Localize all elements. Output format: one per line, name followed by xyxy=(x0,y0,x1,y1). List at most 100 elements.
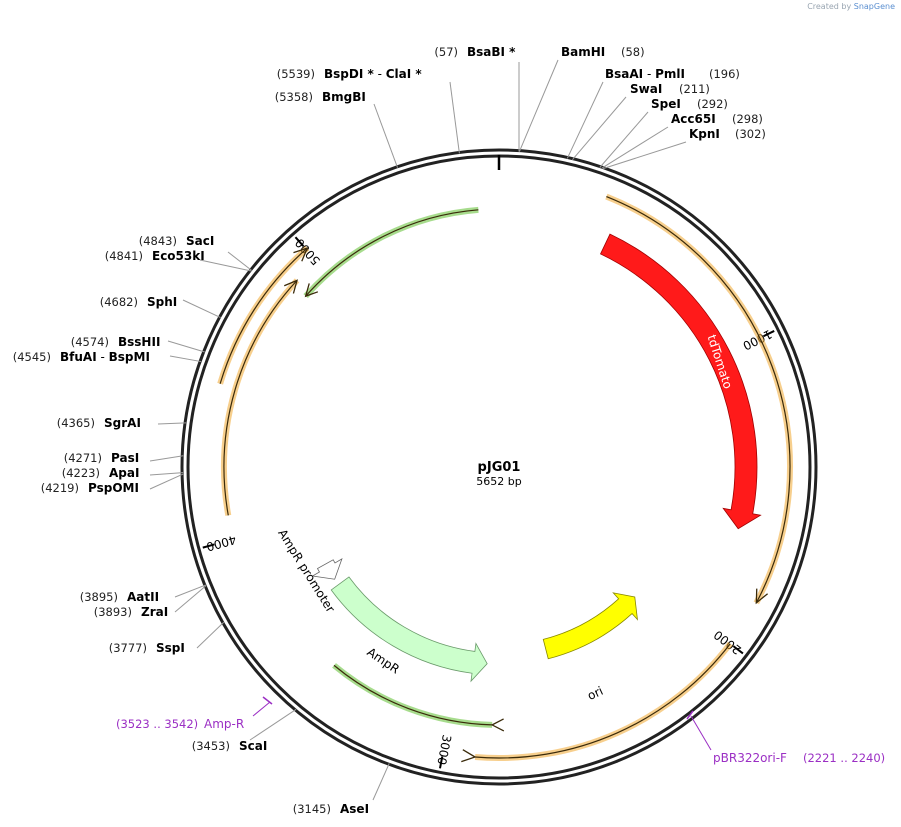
site-eco53ki[interactable]: (4841) Eco53kI xyxy=(105,249,205,263)
site-leader xyxy=(149,455,184,462)
tdtomato-arrow[interactable] xyxy=(599,233,762,530)
site-pos: (4271) xyxy=(64,451,102,465)
site-pos: (4843) xyxy=(139,234,177,248)
site-leader xyxy=(157,422,187,425)
site-pos: (302) xyxy=(735,127,766,141)
site-spei[interactable]: SpeI (292) xyxy=(651,97,728,111)
ori-label: ori xyxy=(585,684,605,703)
site-name: ScaI xyxy=(239,739,267,753)
site-leader xyxy=(199,259,252,272)
site-aatii[interactable]: (3895) AatII xyxy=(80,590,159,604)
site-leader xyxy=(602,141,687,170)
site-bamhi[interactable]: BamHI (58) xyxy=(561,45,645,59)
site-name: SpeI xyxy=(651,97,681,111)
site-leader xyxy=(174,584,207,598)
ampr-promoter-arrow[interactable] xyxy=(311,557,343,580)
tick-mark xyxy=(439,756,444,769)
site-pos: (211) xyxy=(679,82,710,96)
orf-line xyxy=(219,247,308,384)
credit-prefix: Created by xyxy=(807,2,852,11)
plasmid-size: 5652 bp xyxy=(476,475,521,488)
orf-arrowhead xyxy=(755,588,769,605)
site-name: Acc65I xyxy=(671,112,716,126)
site-pos: (3777) xyxy=(109,641,147,655)
orf-line xyxy=(223,279,298,516)
site-leader xyxy=(182,299,221,319)
primer-amp-r-mark xyxy=(262,696,273,705)
site-acc65i[interactable]: Acc65I (298) xyxy=(671,112,763,126)
orf-line xyxy=(333,664,493,726)
site-name: BsaBI * xyxy=(467,45,516,59)
site-sgrai[interactable]: (4365) SgrAI xyxy=(57,416,141,430)
site-bmgbi[interactable]: (5358) BmgBI xyxy=(275,90,366,104)
site-zrai[interactable]: (3893) ZraI xyxy=(94,605,168,619)
orf-arrowhead xyxy=(283,279,299,294)
snapgene-logo: SnapGene xyxy=(853,2,895,11)
orf-glow xyxy=(217,245,310,385)
site-pos: (4841) xyxy=(105,249,143,263)
site-leader xyxy=(149,472,184,476)
feature-arrows xyxy=(311,233,762,683)
orf-arrowhead xyxy=(490,718,505,732)
site-sspi[interactable]: (3777) SspI xyxy=(109,641,185,655)
site-name: AatII xyxy=(127,590,159,604)
site-name: BamHI xyxy=(561,45,605,59)
site-asei[interactable]: (3145) AseI xyxy=(293,802,369,816)
site-pos: (5539) xyxy=(277,67,315,81)
site-name: ZraI xyxy=(141,605,168,619)
site-name: ApaI xyxy=(109,466,139,480)
site-leader xyxy=(149,473,184,490)
site-bsabi[interactable]: (57) BsaBI * xyxy=(434,45,516,59)
site-bsshii[interactable]: (4574) BssHII xyxy=(71,335,161,349)
site-pos: (57) xyxy=(434,45,458,59)
site-pos: (298) xyxy=(732,112,763,126)
site-leader xyxy=(174,585,207,613)
site-pos: (58) xyxy=(621,45,645,59)
site-bspdi-clai[interactable]: (5539) BspDI * - ClaI * xyxy=(277,67,423,81)
orf-line xyxy=(475,643,731,759)
site-leader xyxy=(196,621,225,649)
site-name: KpnI xyxy=(689,127,720,141)
site-leader xyxy=(518,59,559,152)
site-scai[interactable]: (3453) ScaI xyxy=(192,739,268,753)
site-bfuai-bspmi[interactable]: (4545) BfuAI - BspMI xyxy=(13,350,150,364)
site-leader xyxy=(449,81,460,154)
site-name: PspOMI xyxy=(88,481,139,495)
backbone-outer xyxy=(180,148,818,786)
orf-glow xyxy=(474,641,733,761)
site-pos: (3895) xyxy=(80,590,118,604)
tick-label: 3000 xyxy=(434,733,454,766)
site-kpni[interactable]: KpnI (302) xyxy=(689,127,766,141)
site-apai[interactable]: (4223) ApaI xyxy=(62,466,140,480)
orf-arrows xyxy=(217,193,793,763)
credit-text: Created by SnapGene xyxy=(807,2,895,11)
site-pos: (4545) xyxy=(13,350,51,364)
ori-arrow[interactable] xyxy=(542,592,639,660)
site-leader xyxy=(249,708,297,741)
orf-glow xyxy=(332,663,493,728)
tick-mark xyxy=(202,543,215,549)
site-name: SacI xyxy=(186,234,214,248)
site-name: SspI xyxy=(156,641,185,655)
site-saci[interactable]: (4843) SacI xyxy=(139,234,215,248)
site-leader xyxy=(572,96,627,160)
site-name: Eco53kI xyxy=(152,249,205,263)
primer-amp-r-leader xyxy=(252,701,271,717)
tick-mark xyxy=(763,330,775,338)
site-leader xyxy=(601,126,669,169)
site-pos: (4365) xyxy=(57,416,95,430)
site-pos: (4219) xyxy=(41,481,79,495)
site-bsaai[interactable]: BsaAI - PmlI (196) xyxy=(605,67,740,81)
site-pspomi[interactable]: (4219) PspOMI xyxy=(41,481,139,495)
site-pasi[interactable]: (4271) PasI xyxy=(64,451,139,465)
site-swai[interactable]: SwaI (211) xyxy=(630,82,710,96)
site-pos: (4223) xyxy=(62,466,100,480)
ampr-arrow[interactable] xyxy=(330,576,488,683)
site-pos: (5358) xyxy=(275,90,313,104)
site-sphi[interactable]: (4682) SphI xyxy=(100,295,178,309)
site-pos: (292) xyxy=(697,97,728,111)
primer-ori-name: pBR322ori-F xyxy=(713,751,787,765)
tick-mark xyxy=(732,645,744,655)
orf-arrowhead xyxy=(304,283,319,298)
